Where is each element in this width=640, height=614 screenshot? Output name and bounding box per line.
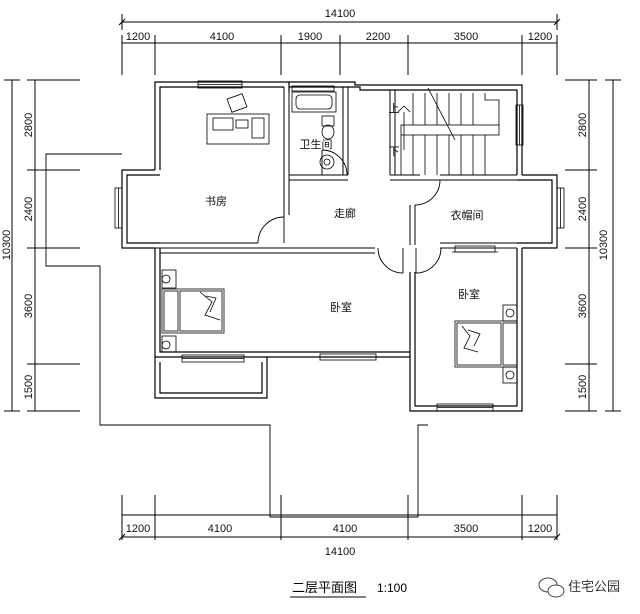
room-label-second-bedroom: 卧室 — [458, 287, 480, 301]
bottom-total-dimension: 14100 — [325, 546, 356, 558]
lower-roof-outline — [45, 153, 428, 518]
left-dimension-3: 3600 — [23, 294, 35, 318]
room-label-bathroom: 卫生间 — [300, 137, 333, 151]
main-bedroom-bed — [161, 269, 225, 353]
left-dimension-chain — [4, 79, 80, 412]
drawing-scale: 1:100 — [377, 581, 407, 595]
room-labels: 书房 卫生间 走廊 衣帽间 卧室 卧室 上 下 — [205, 102, 484, 314]
left-total-dimension: 10300 — [1, 230, 13, 261]
dimension-labels: 14100 1200 4100 1900 2200 3500 1200 1200… — [1, 8, 610, 558]
interior-walls — [127, 87, 517, 254]
watermark: 住宅公园 — [538, 577, 620, 598]
top-total-dimension: 14100 — [325, 8, 356, 20]
left-dimension-1: 2800 — [23, 113, 35, 137]
watermark-text: 住宅公园 — [568, 580, 620, 595]
bottom-dimension-2: 4100 — [208, 523, 232, 535]
bottom-dimension-chain — [118, 495, 561, 541]
top-dimension-chain — [118, 14, 561, 75]
drawing-caption: 二层平面图 1:100 — [290, 581, 407, 598]
right-dimension-3: 3600 — [577, 294, 589, 318]
top-dimension-3: 1900 — [298, 31, 322, 43]
bottom-dimension-1: 1200 — [126, 523, 150, 535]
wechat-icon — [538, 577, 565, 598]
right-dimension-2: 2400 — [577, 197, 589, 221]
top-dimension-2: 4100 — [210, 31, 234, 43]
bottom-dimension-3: 4100 — [333, 523, 357, 535]
top-dimension-6: 1200 — [528, 31, 552, 43]
stair-up-label: 上 — [389, 102, 400, 115]
doors — [257, 149, 442, 274]
right-total-dimension: 10300 — [598, 230, 610, 261]
right-dimension-1: 2800 — [577, 113, 589, 137]
second-bedroom-bed — [454, 304, 518, 384]
desk — [206, 93, 270, 145]
staircase — [397, 87, 500, 175]
bottom-dimension-5: 1200 — [528, 523, 552, 535]
room-label-study: 书房 — [205, 195, 227, 208]
left-dimension-4: 1500 — [23, 375, 35, 399]
windows — [114, 80, 565, 412]
bathroom-fixtures — [291, 91, 337, 170]
left-dimension-2: 2400 — [23, 197, 35, 221]
right-dimension-chain — [565, 79, 621, 412]
drawing-title: 二层平面图 — [292, 581, 357, 596]
top-dimension-1: 1200 — [126, 31, 150, 43]
room-label-cloakroom: 衣帽间 — [451, 208, 484, 222]
top-dimension-4: 2200 — [366, 31, 390, 43]
top-dimension-5: 3500 — [454, 31, 478, 43]
right-dimension-4: 1500 — [577, 375, 589, 399]
room-label-main-bedroom: 卧室 — [330, 300, 352, 314]
stair-down-label: 下 — [389, 145, 400, 158]
room-label-corridor: 走廊 — [334, 206, 356, 220]
bottom-dimension-4: 3500 — [454, 523, 478, 535]
